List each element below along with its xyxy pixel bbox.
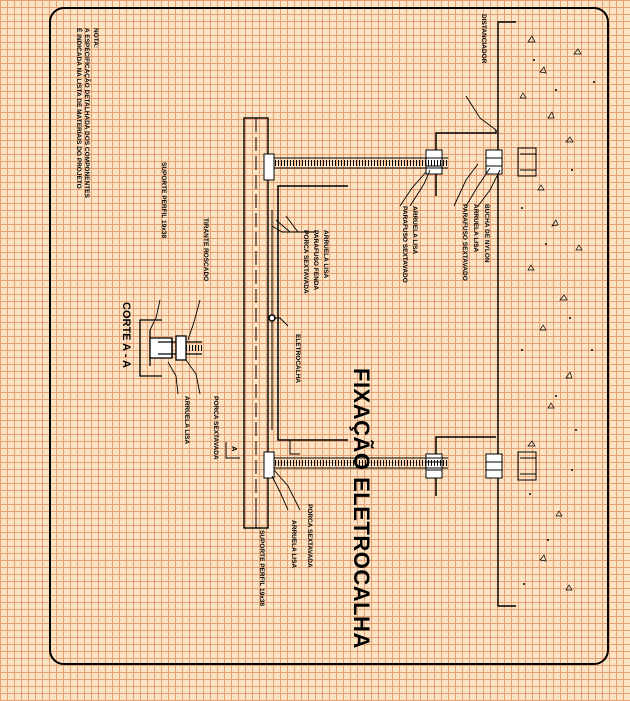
- section-marker-label: A: [230, 446, 239, 452]
- label-bucha-nylon: BUCHA DE NYLON: [483, 204, 490, 263]
- label-arruela-lisa-top: ARRUELA LISA: [472, 204, 479, 253]
- note-heading: NOTA:: [92, 28, 99, 49]
- nylon-anchor: [517, 147, 537, 481]
- label-porca-sextavada-right: PORCA SEXTAVADA: [306, 504, 313, 568]
- threaded-rod: [272, 157, 448, 469]
- label-porca-sextavada-inner: PORCA SEXTAVADA: [302, 230, 309, 294]
- label-parafuso-sextavado-mid: PARAFUSO SEXTAVADO: [401, 206, 408, 283]
- label-porca-sextavada-section: PORCA SEXTAVADA: [212, 396, 219, 460]
- section-title: CORTE A - A: [120, 302, 132, 368]
- section-marker-a: [225, 440, 300, 459]
- leader-lines: [149, 95, 501, 528]
- label-arruela-lisa-right: ARRUELA LISA: [290, 520, 297, 569]
- hex-bolt: [425, 149, 503, 479]
- eletrocalha: [268, 185, 348, 441]
- label-eletrocalha: ELETROCALHA: [294, 334, 301, 384]
- drawing-title: FIXAÇÃO ELETROCALHA: [349, 368, 374, 649]
- note-line-2: É INDICADA NA LISTA DE MATERIAIS DO PROJ…: [75, 28, 82, 189]
- label-arruela-lisa-inner: ARRUELA LISA: [322, 230, 329, 279]
- distanciador: [435, 130, 497, 496]
- label-arruela-lisa-mid: ARRUELA LISA: [411, 206, 418, 255]
- drawing-frame: [49, 7, 609, 665]
- label-parafuso-fenda: PARAFUSO FENDA: [312, 230, 319, 291]
- concrete-slab: [497, 21, 595, 607]
- label-tirante-roscado: TIRANTE ROSCADO: [202, 218, 209, 282]
- label-suporte-perfil-left: SUPORTE PERFIL 19x38: [160, 162, 167, 239]
- note-line-1: A ESPECIFICAÇÃO DETALHADA DOS COMPONENTE…: [83, 28, 90, 198]
- section-detail: [139, 319, 202, 377]
- label-suporte-perfil-right: SUPORTE PERFIL 19x38: [258, 530, 265, 607]
- label-distanciador: DISTANCIADOR: [480, 14, 487, 64]
- suporte-perfil: [243, 117, 275, 529]
- label-arruela-lisa-section: ARRUELA LISA: [183, 396, 190, 445]
- label-parafuso-sextavado-top: PARAFUSO SEXTAVADO: [461, 204, 468, 281]
